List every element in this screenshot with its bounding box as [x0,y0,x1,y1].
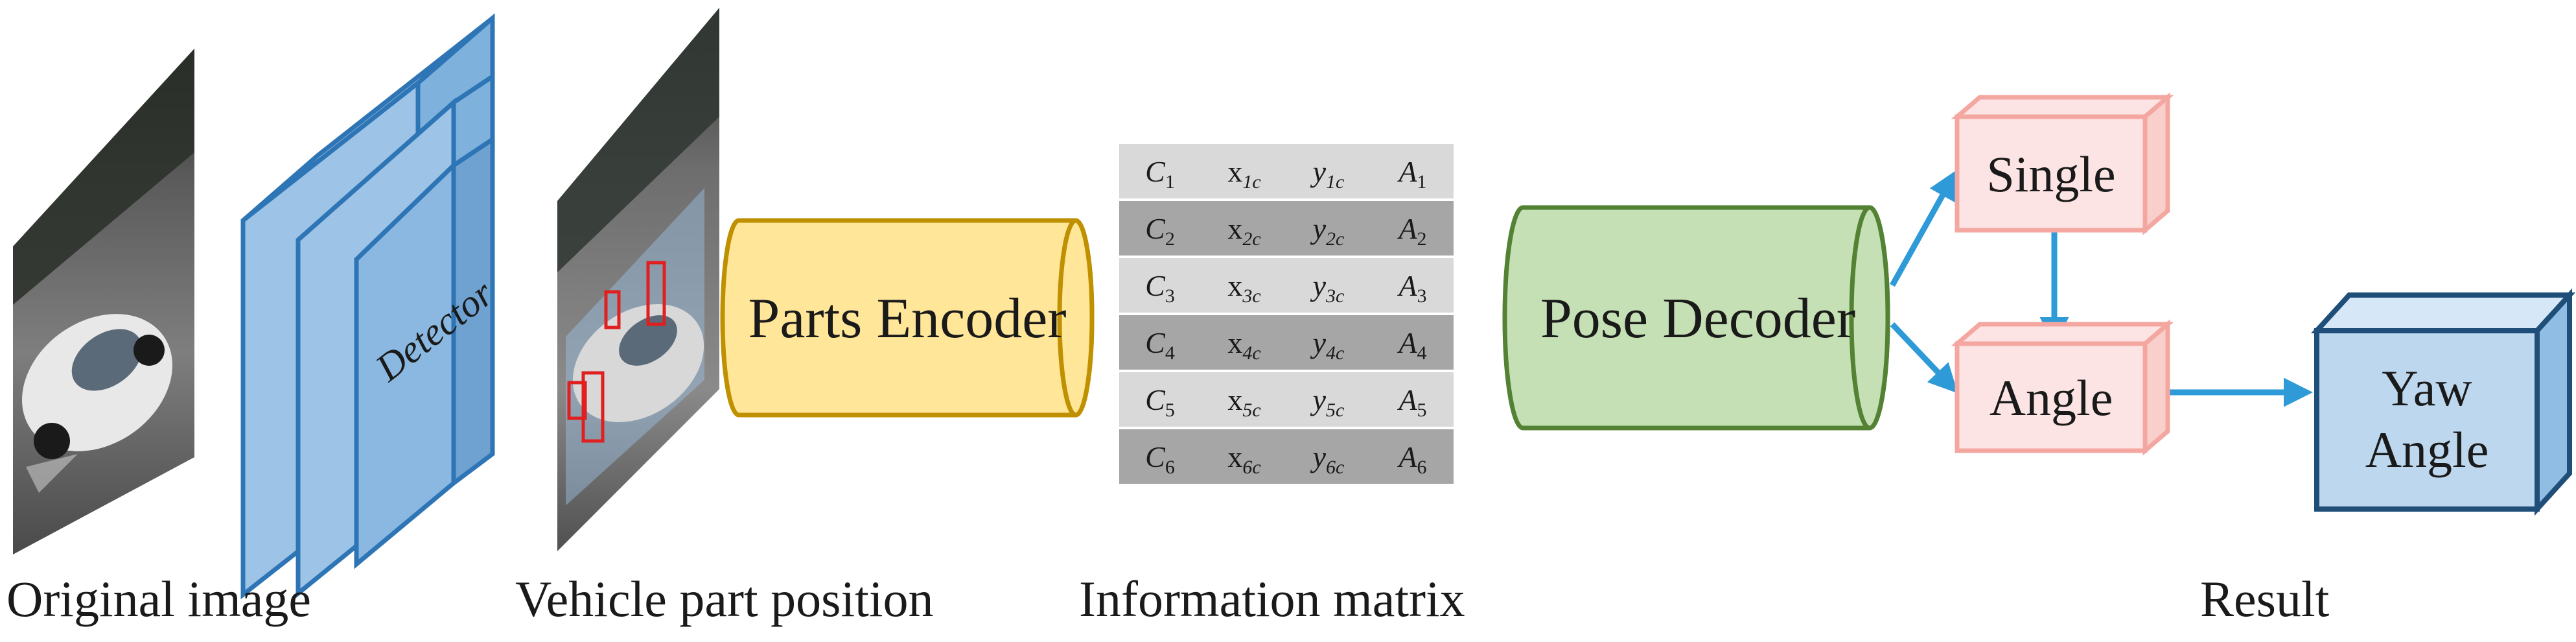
matrix-row: C3 x3c y3c A3 [1117,256,1456,315]
matrix-row-bg [1117,427,1456,486]
matrix-cell: y4c [1310,326,1345,364]
matrix-cell: x1c [1227,155,1260,193]
matrix-row-bg [1117,256,1456,315]
matrix-cell: x6c [1227,440,1260,478]
matrix-cell: x3c [1227,269,1260,307]
matrix-cell: y2c [1310,212,1345,250]
yaw-label-line2: Angle [2365,422,2489,478]
single-label: Single [1986,146,2115,202]
matrix-row: C2 x2c y2c A2 [1117,198,1456,258]
matrix-cell: C6 [1145,440,1175,478]
angle-label: Angle [1990,370,2113,426]
matrix-row: C5 x5c y5c A5 [1117,370,1456,429]
part-box [646,261,666,326]
yaw-label-line1: Yaw [2382,360,2472,416]
arrows [1890,170,2313,407]
part-box [581,371,605,443]
matrix-cell: C2 [1145,212,1175,250]
matrix-row-bg [1117,313,1456,372]
parts-encoder-label: Parts Encoder [748,287,1066,350]
matrix-cell: A2 [1397,212,1426,250]
caption-original-image: Original image [6,571,311,627]
matrix-row-bg [1117,198,1456,258]
matrix-cell: A5 [1397,383,1426,421]
matrix-row: C1 x1c y1c A1 [1117,141,1456,201]
matrix-cell: x4c [1227,326,1260,364]
matrix-cell: C1 [1145,155,1175,193]
parts-encoder-block: Parts Encoder [720,218,1095,418]
pose-decoder-label: Pose Decoder [1540,287,1855,350]
matrix-cell: C3 [1145,269,1175,307]
car-photo-with-parts-icon [557,8,719,551]
matrix-cell: x5c [1227,383,1260,421]
caption-information-matrix: Information matrix [1079,571,1465,627]
captions: Original image Vehicle part position Inf… [6,571,2330,627]
matrix-cell: A6 [1397,440,1426,478]
matrix-cell: C4 [1145,326,1175,364]
arrow-decoder-to-angle [1890,322,1958,394]
part-box [604,290,621,329]
matrix-cell: C5 [1145,383,1175,421]
single-block: Single [1951,92,2174,235]
matrix-cell: y1c [1310,155,1345,193]
matrix-cell: A3 [1397,269,1426,307]
arrow-decoder-to-single [1890,170,1957,287]
angle-block: Angle [1951,319,2174,456]
matrix-row: C4 x4c y4c A4 [1117,313,1456,372]
matrix-cell: y6c [1310,440,1345,478]
part-box [567,381,587,420]
matrix-cell: A1 [1397,155,1426,193]
matrix-cell: A4 [1397,326,1426,364]
caption-result: Result [2200,571,2330,627]
car-photo-icon [13,49,194,554]
matrix-cell: y3c [1310,269,1345,307]
detector-block: Detector [240,13,502,600]
caption-vehicle-part-position: Vehicle part position [515,571,934,627]
yaw-angle-block: Yaw Angle [2310,288,2576,516]
matrix-cell: x2c [1227,212,1260,250]
matrix-row: C6 x6c y6c A6 [1117,427,1456,486]
matrix-cell: y5c [1310,383,1345,421]
pose-decoder-block: Pose Decoder [1502,205,1890,431]
